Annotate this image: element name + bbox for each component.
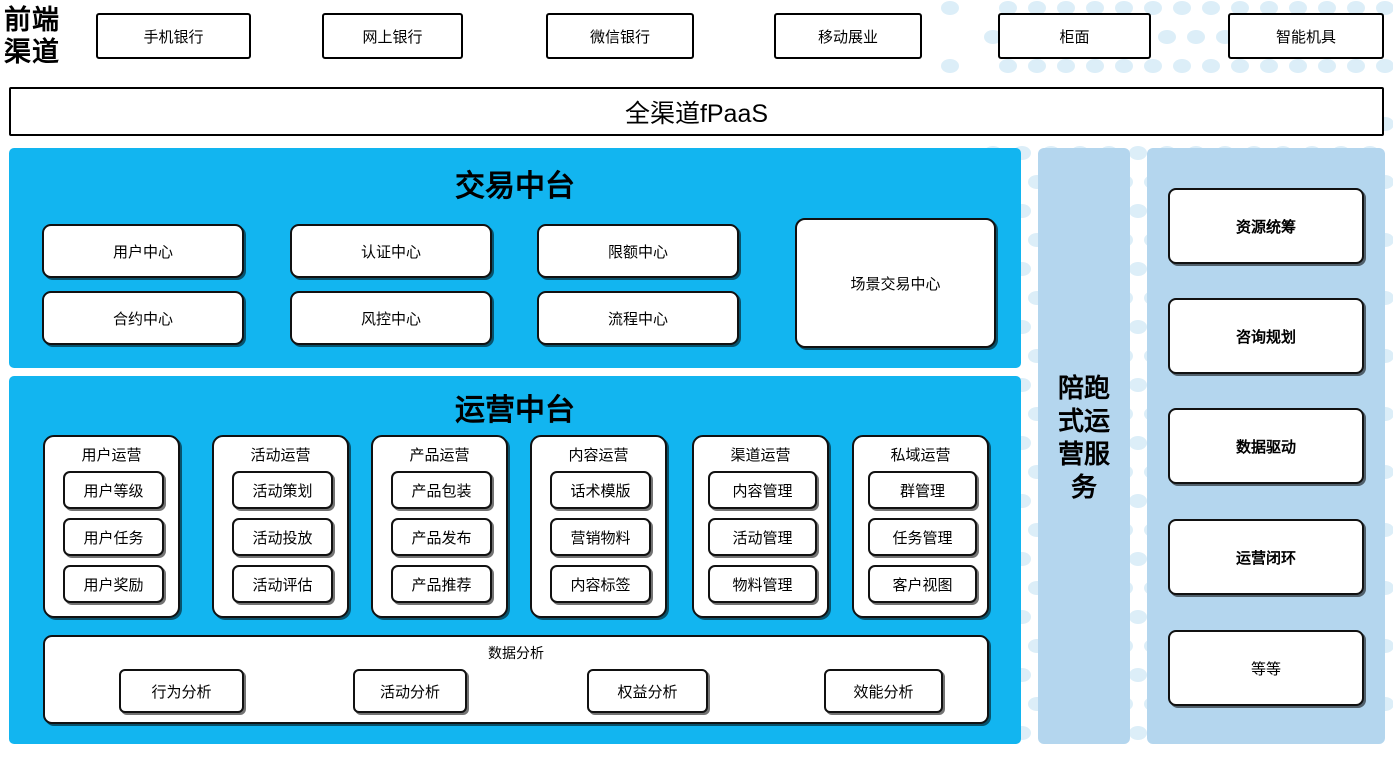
accompany-service-line-1: 陪跑 [1057, 373, 1110, 403]
channel-chip-smart-machine[interactable]: 智能机具 [1228, 13, 1384, 59]
accompany-service-line-2: 式运 [1057, 406, 1110, 436]
operation-center-title: 运营中台 [455, 394, 575, 427]
op-group-channel-operation[interactable]: 渠道运营 内容管理 活动管理 物料管理 [692, 435, 829, 618]
tc-box-process-center[interactable]: 流程中心 [537, 291, 739, 345]
op-item[interactable]: 用户等级 [63, 471, 164, 509]
tc-box-auth-center[interactable]: 认证中心 [290, 224, 492, 278]
op-group-title: 渠道运营 [730, 447, 791, 464]
analysis-item-activity[interactable]: 活动分析 [353, 669, 467, 713]
front-channel-row: 前端 渠道 手机银行 网上银行 微信银行 移动展业 柜面 智能机具 [0, 0, 1393, 80]
op-item[interactable]: 内容管理 [708, 471, 817, 509]
data-analysis-title: 数据分析 [488, 645, 544, 661]
capability-box-etc[interactable]: 等等 [1168, 630, 1364, 706]
analysis-item-behavior[interactable]: 行为分析 [119, 669, 244, 713]
op-group-title: 产品运营 [409, 447, 470, 464]
transaction-center-panel: 交易中台 用户中心 认证中心 限额中心 合约中心 风控中心 流程中心 场景交易中… [9, 148, 1021, 368]
op-group-title: 活动运营 [250, 447, 311, 464]
op-group-content-operation[interactable]: 内容运营 话术模版 营销物料 内容标签 [530, 435, 667, 618]
accompany-service-line-3: 营服 [1057, 439, 1110, 469]
operation-center-panel: 运营中台 用户运营 用户等级 用户任务 用户奖励 活动运营 活动策划 活动投放 … [9, 376, 1021, 744]
channel-chip-wechat-bank[interactable]: 微信银行 [546, 13, 694, 59]
capability-box-resource[interactable]: 资源统筹 [1168, 188, 1364, 264]
op-group-user-operation[interactable]: 用户运营 用户等级 用户任务 用户奖励 [43, 435, 180, 618]
data-analysis-card: 数据分析 行为分析 活动分析 权益分析 效能分析 [43, 635, 989, 724]
op-group-private-domain-operation[interactable]: 私域运营 群管理 任务管理 客户视图 [852, 435, 989, 618]
op-item[interactable]: 用户任务 [63, 518, 164, 556]
op-group-title: 内容运营 [568, 447, 629, 464]
op-item[interactable]: 活动管理 [708, 518, 817, 556]
channel-chip-mobile-biz[interactable]: 移动展业 [774, 13, 922, 59]
front-channel-label-line2: 渠道 [4, 37, 60, 67]
op-item[interactable]: 话术模版 [550, 471, 651, 509]
op-item[interactable]: 物料管理 [708, 565, 817, 603]
op-group-title: 用户运营 [81, 447, 142, 464]
op-item[interactable]: 营销物料 [550, 518, 651, 556]
op-item[interactable]: 任务管理 [868, 518, 977, 556]
accompany-service-column[interactable]: 陪跑 式运 营服 务 [1038, 148, 1130, 744]
op-item[interactable]: 用户奖励 [63, 565, 164, 603]
accompany-service-line-4: 务 [1070, 472, 1097, 502]
channel-chip-mobile-bank[interactable]: 手机银行 [96, 13, 251, 59]
transaction-center-title: 交易中台 [455, 170, 575, 203]
op-item[interactable]: 内容标签 [550, 565, 651, 603]
op-item[interactable]: 产品发布 [391, 518, 492, 556]
front-channel-label: 前端 渠道 [4, 4, 82, 68]
op-group-product-operation[interactable]: 产品运营 产品包装 产品发布 产品推荐 [371, 435, 508, 618]
fpaas-bar[interactable]: 全渠道fPaaS [9, 87, 1384, 136]
op-item[interactable]: 活动策划 [232, 471, 333, 509]
tc-box-contract-center[interactable]: 合约中心 [42, 291, 244, 345]
tc-box-limit-center[interactable]: 限额中心 [537, 224, 739, 278]
accompany-service-label: 陪跑 式运 营服 务 [1038, 372, 1130, 504]
op-item[interactable]: 产品推荐 [391, 565, 492, 603]
op-item[interactable]: 活动评估 [232, 565, 333, 603]
capability-box-closed-loop[interactable]: 运营闭环 [1168, 519, 1364, 595]
op-item[interactable]: 客户视图 [868, 565, 977, 603]
capability-panel: 资源统筹 咨询规划 数据驱动 运营闭环 等等 [1147, 148, 1385, 744]
channel-chip-online-bank[interactable]: 网上银行 [322, 13, 463, 59]
op-item[interactable]: 产品包装 [391, 471, 492, 509]
front-channel-label-line1: 前端 [4, 5, 60, 35]
capability-box-consulting[interactable]: 咨询规划 [1168, 298, 1364, 374]
tc-box-risk-center[interactable]: 风控中心 [290, 291, 492, 345]
analysis-item-benefit[interactable]: 权益分析 [587, 669, 708, 713]
tc-box-user-center[interactable]: 用户中心 [42, 224, 244, 278]
tc-box-scene-transaction-center[interactable]: 场景交易中心 [795, 218, 996, 348]
capability-box-data-driven[interactable]: 数据驱动 [1168, 408, 1364, 484]
op-item[interactable]: 群管理 [868, 471, 977, 509]
analysis-item-efficiency[interactable]: 效能分析 [824, 669, 943, 713]
op-group-title: 私域运营 [890, 447, 951, 464]
channel-chip-counter[interactable]: 柜面 [998, 13, 1151, 59]
op-group-activity-operation[interactable]: 活动运营 活动策划 活动投放 活动评估 [212, 435, 349, 618]
op-item[interactable]: 活动投放 [232, 518, 333, 556]
